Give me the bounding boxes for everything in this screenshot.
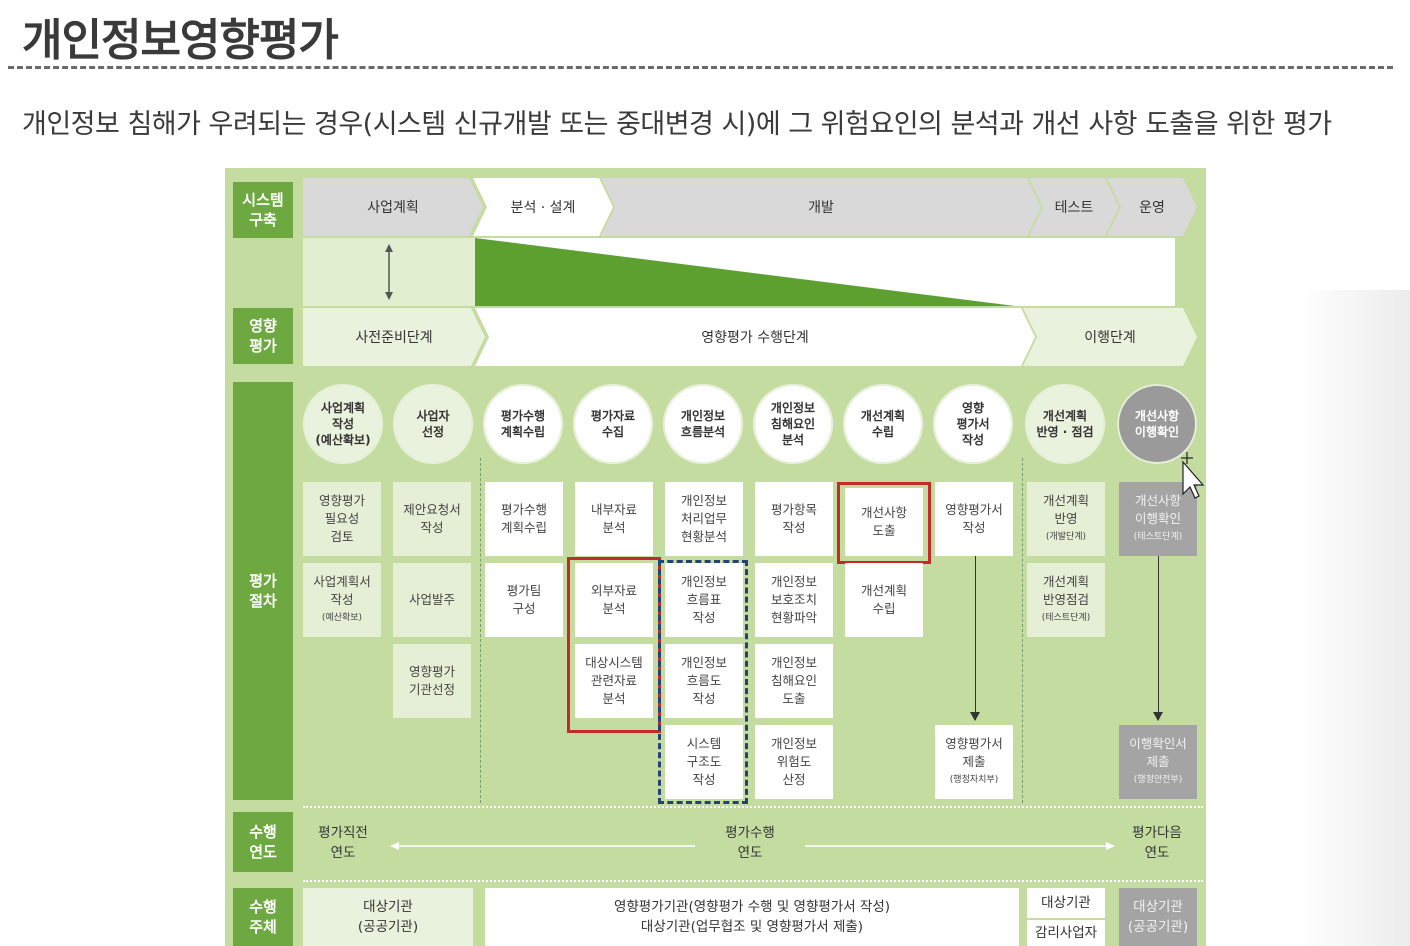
system-phase-design: 분석 · 설계 xyxy=(473,178,613,236)
task-system-data-analysis: 대상시스템 관련자료 분석 xyxy=(575,644,653,718)
task-process-status-analysis: 개인정보 처리업무 현황분석 xyxy=(665,482,743,556)
task-internal-data-analysis: 내부자료 분석 xyxy=(575,482,653,556)
year-row-divider xyxy=(303,806,1203,808)
task-risk-level: 개인정보 위험도 산정 xyxy=(755,725,833,799)
mouse-cursor-icon xyxy=(1181,452,1205,499)
updown-arrow-icon xyxy=(385,244,393,300)
task-system-structure: 시스템 구조도 작성 xyxy=(665,725,743,799)
step-improvement-plan: 개선계획 수립 xyxy=(843,384,923,464)
highlight-flow-documents xyxy=(658,560,748,804)
highlight-data-analysis xyxy=(567,557,661,733)
actor-prep: 대상기관 (공공기관) xyxy=(303,888,473,946)
step-business-plan: 사업계획 작성 (예산확보) xyxy=(303,384,383,464)
system-phase-operation: 운영 xyxy=(1107,178,1197,236)
development-wedge xyxy=(475,238,1175,306)
row-label-system: 시스템 구축 xyxy=(233,182,293,238)
step-report-writing: 영향 평가서 작성 xyxy=(933,384,1013,464)
task-confirmation-submission: 이행확인서 제출 (행정안전부) xyxy=(1119,725,1197,799)
year-after: 평가다음 연도 xyxy=(1132,825,1182,861)
actor-auditor: 감리사업자 xyxy=(1027,920,1105,946)
system-phase-planning: 사업계획 xyxy=(303,178,483,236)
task-external-data-analysis: 외부자료 분석 xyxy=(575,563,653,637)
task-rfp-writing: 제안요청서 작성 xyxy=(393,482,471,556)
step-flow-analysis: 개인정보 흐름분석 xyxy=(663,384,743,464)
actor-row-divider xyxy=(303,880,1203,882)
step-risk-analysis: 개인정보 침해요인 분석 xyxy=(753,384,833,464)
actor-after: 대상기관 (공공기관) xyxy=(1119,888,1197,946)
row-label-impact: 영향 평가 xyxy=(233,308,293,364)
task-implementation-check: 개선사항 이행확인 (테스트단계) xyxy=(1119,482,1197,556)
impact-phase-preparation: 사전준비단계 xyxy=(303,308,485,366)
impact-phase-execution: 영향평가 수행단계 xyxy=(475,308,1035,366)
task-team-setup: 평가팀 구성 xyxy=(485,563,563,637)
report-down-arrow xyxy=(970,556,980,721)
task-plan-reflection: 개선계획 반영 (개발단계) xyxy=(1027,482,1105,556)
system-phase-development: 개발 xyxy=(601,178,1041,236)
actor-implementation-org: 대상기관 xyxy=(1027,888,1105,918)
task-report-writing: 영향평가서 작성 xyxy=(935,482,1013,556)
system-phase-test: 테스트 xyxy=(1029,178,1119,236)
task-improvement-plan: 개선계획 수립 xyxy=(845,563,923,637)
task-assessment-items: 평가항목 작성 xyxy=(755,482,833,556)
step-vendor-selection: 사업자 선정 xyxy=(393,384,473,464)
screen-edge-shadow xyxy=(1300,290,1410,946)
task-flow-table: 개인정보 흐름표 작성 xyxy=(665,563,743,637)
step-plan-reflection: 개선계획 반영 · 점검 xyxy=(1025,384,1105,464)
page-title: 개인정보영향평가 xyxy=(22,15,339,66)
year-current: 평가수행 연도 xyxy=(695,818,805,868)
execution-implementation-divider xyxy=(1022,458,1023,803)
task-risk-factors: 개인정보 침해요인 도출 xyxy=(755,644,833,718)
task-report-submission: 영향평가서 제출 (행정자치부) xyxy=(935,725,1013,799)
task-protection-status: 개인정보 보호조치 현황파악 xyxy=(755,563,833,637)
step-assessment-plan: 평가수행 계획수립 xyxy=(483,384,563,464)
prep-execution-divider xyxy=(480,458,481,803)
task-business-plan-writing: 사업계획서 작성 (예산확보) xyxy=(303,563,381,637)
task-necessity-review: 영향평가 필요성 검토 xyxy=(303,482,381,556)
year-before: 평가직전 연도 xyxy=(318,825,368,861)
row-label-procedure: 평가 절차 xyxy=(233,382,293,800)
row-label-actor: 수행 주체 xyxy=(233,888,293,946)
task-assessment-plan: 평가수행 계획수립 xyxy=(485,482,563,556)
task-agency-selection: 영향평가 기관선정 xyxy=(393,644,471,718)
step-data-collection: 평가자료 수집 xyxy=(573,384,653,464)
step-implementation-check: 개선사항 이행확인 xyxy=(1117,384,1197,464)
task-flow-chart: 개인정보 흐름도 작성 xyxy=(665,644,743,718)
impact-assessment-diagram: 시스템 구축 영향 평가 평가 절차 수행 연도 수행 주체 사업계획 분석 ·… xyxy=(225,168,1206,946)
actor-execution: 영향평가기관(영향평가 수행 및 영향평가서 작성) 대상기관(업무협조 및 영… xyxy=(485,888,1019,946)
impact-phase-implementation: 이행단계 xyxy=(1023,308,1197,366)
page-subtitle: 개인정보 침해가 우려되는 경우(시스템 신규개발 또는 중대변경 시)에 그 … xyxy=(22,109,1332,140)
title-divider xyxy=(8,66,1393,69)
row-label-year: 수행 연도 xyxy=(233,812,293,872)
check-down-arrow xyxy=(1153,556,1163,721)
task-business-order: 사업발주 xyxy=(393,563,471,637)
highlight-improvement-items xyxy=(837,482,931,564)
task-plan-check: 개선계획 반영점검 (테스트단계) xyxy=(1027,563,1105,637)
task-improvement-items: 개선사항 도출 xyxy=(845,488,923,556)
